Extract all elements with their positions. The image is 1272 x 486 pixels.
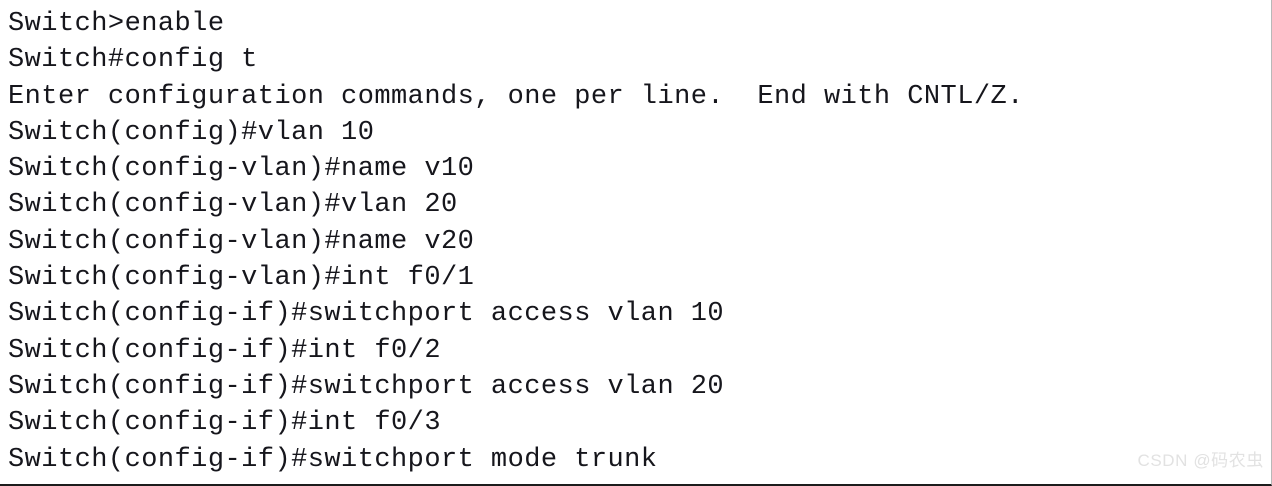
cli-line: Switch(config-if)#int f0/3 (8, 408, 441, 439)
cli-line: Switch#config t (8, 45, 258, 76)
cli-line: Enter configuration commands, one per li… (8, 81, 1024, 112)
cli-line: Switch(config-if)#switchport mode trunk (8, 444, 658, 475)
cli-line: Switch(config-vlan)#int f0/1 (8, 263, 475, 294)
cli-line: Switch(config-vlan)#vlan 20 (8, 190, 458, 221)
cli-line: Switch(config-vlan)#name v20 (8, 226, 475, 257)
cli-line: Switch(config-if)#int f0/2 (8, 335, 441, 366)
cli-line: Switch(config-vlan)#name v10 (8, 154, 475, 185)
csdn-watermark: CSDN @码农虫 (1137, 451, 1264, 470)
cli-line: Switch(config)#vlan 10 (8, 117, 375, 148)
cli-line: Switch>enable (8, 9, 225, 39)
cli-line: Switch(config-if)#switchport access vlan… (8, 371, 725, 402)
cli-line: Switch(config-if)#switchport access vlan… (8, 299, 725, 330)
